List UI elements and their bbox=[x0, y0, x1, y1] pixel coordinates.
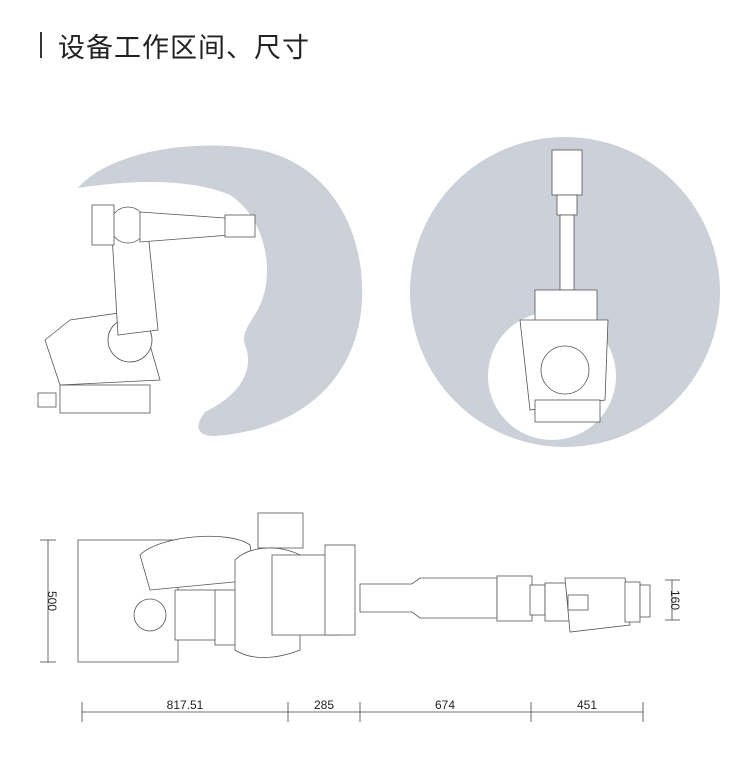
title-accent-bar bbox=[40, 32, 42, 58]
dimension-wrist: 160 bbox=[665, 579, 682, 621]
side-view-robot bbox=[37, 204, 256, 414]
top-view-robot bbox=[519, 149, 609, 423]
side-view-workspace bbox=[78, 145, 363, 436]
dimension-segment-3: 674 bbox=[435, 698, 455, 712]
plan-view-robot bbox=[77, 512, 651, 663]
dimension-lengths: 817.51 285 674 451 bbox=[81, 698, 644, 722]
page-title: 设备工作区间、尺寸 bbox=[58, 33, 310, 64]
dimension-segment-4: 451 bbox=[577, 698, 597, 712]
dimension-height-label: 500 bbox=[45, 591, 59, 611]
dimension-height: 500 bbox=[40, 539, 59, 663]
dimension-wrist-label: 160 bbox=[668, 590, 682, 610]
dimension-segment-2: 285 bbox=[314, 698, 334, 712]
dimension-segment-1: 817.51 bbox=[167, 698, 204, 712]
